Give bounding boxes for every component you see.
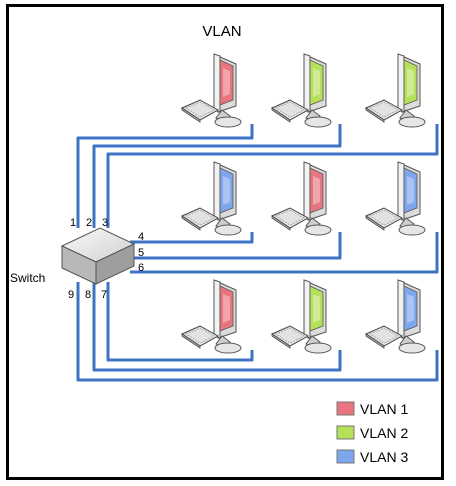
port-label-2: 2 [86, 217, 92, 229]
legend-label-vlan-1: VLAN 1 [360, 401, 408, 417]
legend-label-vlan-2: VLAN 2 [360, 425, 408, 441]
legend-swatch-vlan-1 [336, 401, 355, 416]
cables [76, 124, 439, 382]
legend-item-vlan-1: VLAN 1 [336, 401, 408, 417]
legend-swatch-vlan-3 [336, 449, 355, 464]
computer-icon [271, 161, 332, 236]
port-label-1: 1 [70, 217, 76, 229]
computer-icon [271, 279, 332, 354]
cable-port-6 [130, 232, 439, 274]
cable-port-2 [92, 124, 342, 228]
computer-icon [181, 53, 242, 128]
port-labels: 1 2 3 4 5 6 7 8 9 [68, 217, 144, 301]
computer-screen [309, 59, 324, 106]
port-label-3: 3 [102, 217, 108, 229]
computers [181, 53, 426, 354]
computer-icon [181, 279, 242, 354]
computer-icon [271, 53, 332, 128]
legend-swatch-vlan-2 [336, 425, 355, 440]
legend-item-vlan-2: VLAN 2 [336, 425, 408, 441]
computer-screen [403, 285, 418, 332]
cable-port-8 [92, 282, 342, 372]
port-label-4: 4 [138, 231, 144, 243]
computer-icon [181, 161, 242, 236]
port-label-9: 9 [68, 289, 74, 301]
cable-port-3 [106, 124, 439, 228]
computer-screen [309, 285, 324, 332]
legend-item-vlan-3: VLAN 3 [336, 449, 408, 465]
port-label-7: 7 [101, 289, 107, 301]
computer-icon [365, 161, 426, 236]
legend-label-vlan-3: VLAN 3 [360, 449, 408, 465]
cable-port-1 [76, 124, 254, 228]
port-label-8: 8 [85, 289, 91, 301]
computer-screen [219, 167, 234, 214]
computer-icon [365, 279, 426, 354]
computer-screen [309, 167, 324, 214]
cable-port-5 [130, 232, 342, 260]
diagram-title: VLAN [202, 23, 241, 40]
computer-icon [365, 53, 426, 128]
cable-port-7 [106, 282, 254, 362]
computer-screen [219, 59, 234, 106]
computer-screen [403, 59, 418, 106]
legend: VLAN 1 VLAN 2 VLAN 3 [336, 401, 408, 465]
computer-screen [219, 285, 234, 332]
port-label-6: 6 [138, 262, 144, 274]
switch-icon [60, 227, 136, 285]
cable-port-9 [76, 282, 439, 382]
switch-label: Switch [10, 271, 45, 285]
cable-port-4 [130, 232, 254, 244]
port-label-5: 5 [138, 247, 144, 259]
computer-screen [403, 167, 418, 214]
